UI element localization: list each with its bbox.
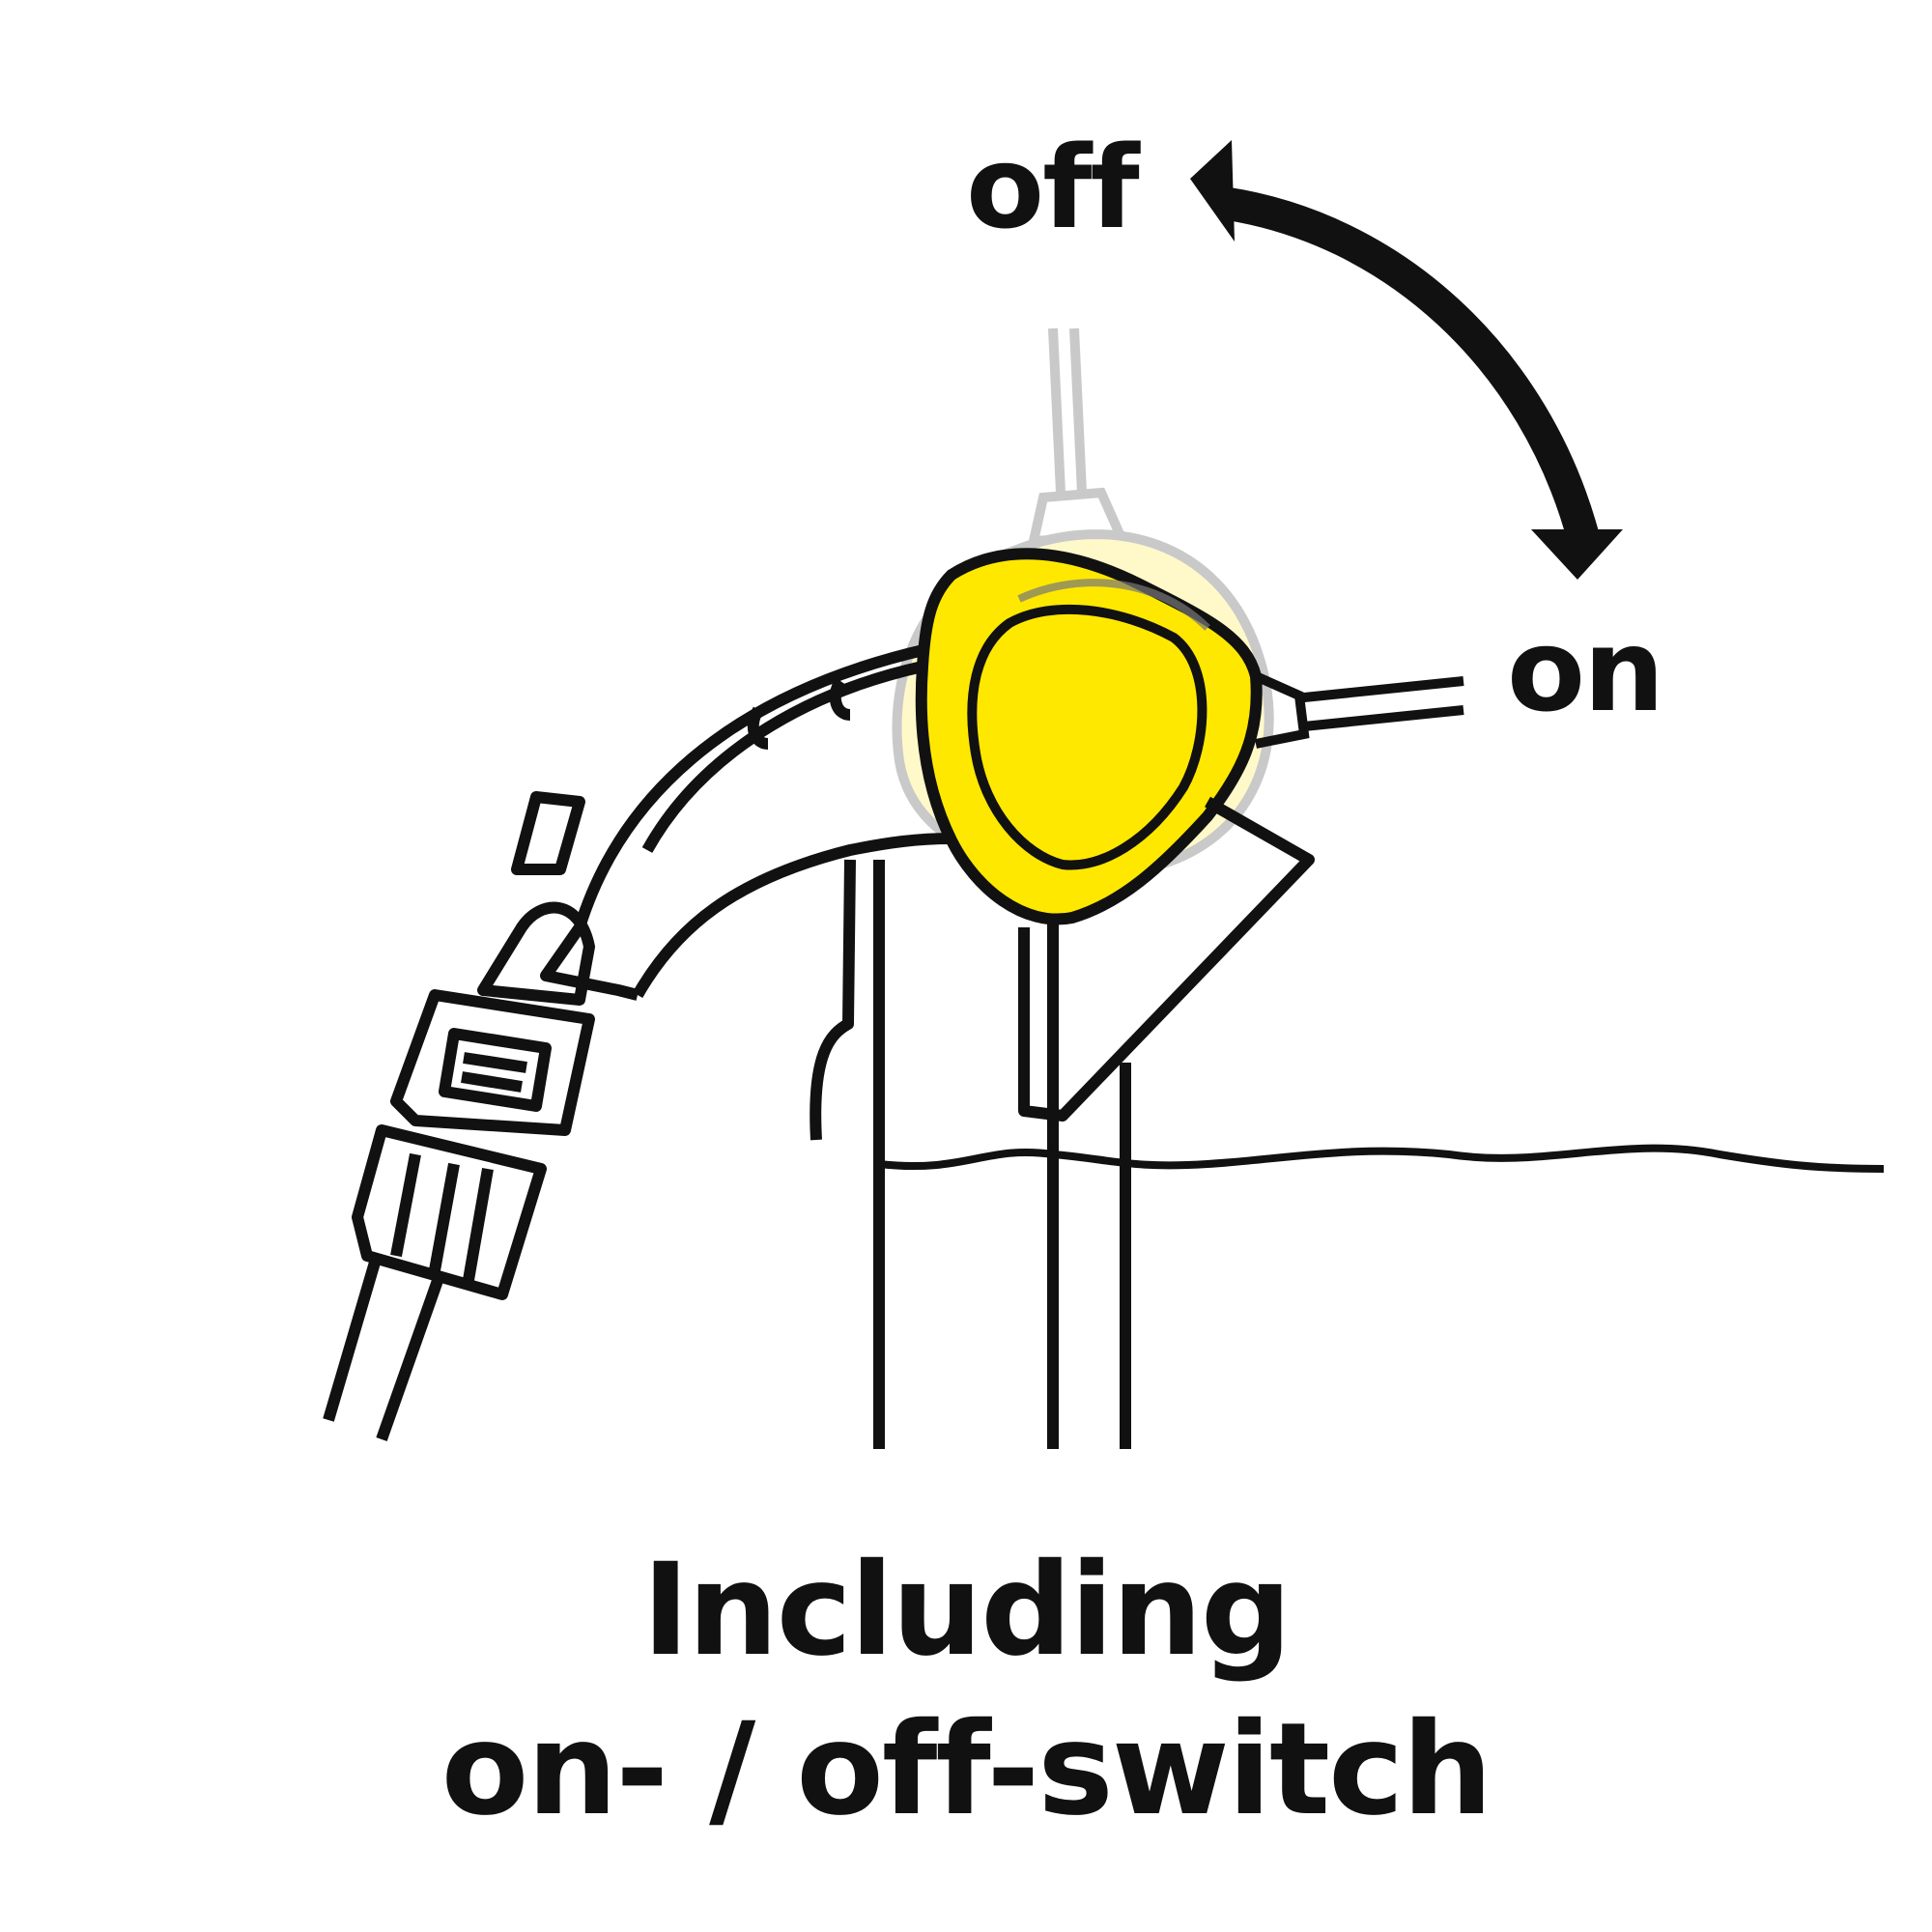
caption-line-2: on- / off-switch [440, 1695, 1493, 1844]
on-label: on [1507, 604, 1664, 737]
off-label: off [966, 121, 1140, 254]
water-line-icon [878, 1144, 1885, 1173]
caption: Including on- / off-switch [0, 1531, 1932, 1850]
hose-connector-icon [323, 901, 595, 1441]
float-switch-icon [915, 548, 1464, 925]
caption-line-1: Including [641, 1536, 1293, 1685]
rotation-arrow-icon [1190, 140, 1623, 580]
